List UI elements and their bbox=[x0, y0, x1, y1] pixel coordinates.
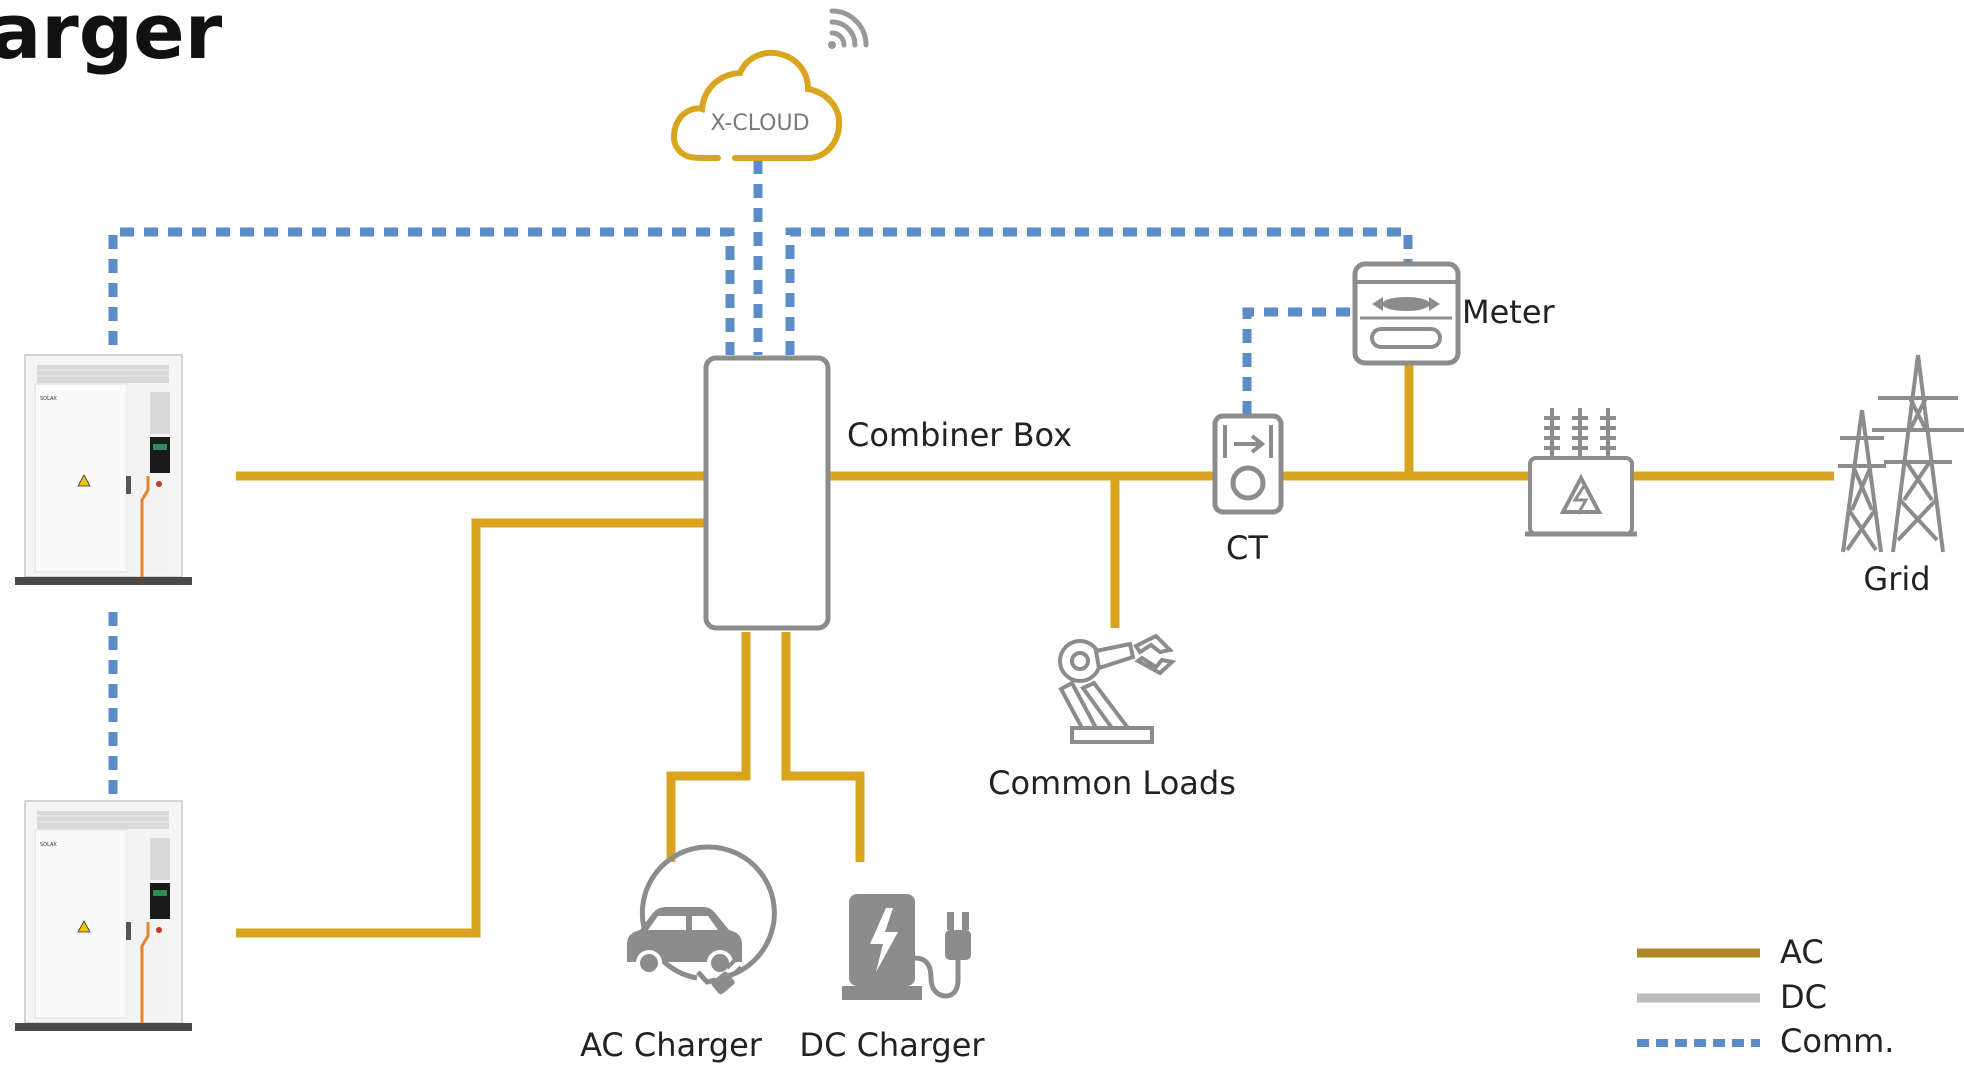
comm-line-ct bbox=[1242, 307, 1358, 415]
legend: AC DC Comm. bbox=[1637, 933, 1894, 1060]
wifi-icon bbox=[828, 8, 869, 49]
warning-icon bbox=[77, 920, 91, 933]
legend-label-dc: DC bbox=[1780, 978, 1827, 1016]
cloud-label: X-CLOUD bbox=[710, 111, 809, 136]
robot-arm-icon[interactable] bbox=[1058, 633, 1177, 744]
comm-line-meter bbox=[785, 227, 1413, 355]
cabinet-brand: SOLAX bbox=[40, 842, 57, 848]
cabinet-brand: SOLAX bbox=[40, 396, 57, 402]
ct-label: CT bbox=[1226, 529, 1268, 567]
ac-charger-label: AC Charger bbox=[580, 1026, 763, 1064]
comm-lines bbox=[108, 160, 1413, 800]
combiner-box[interactable] bbox=[703, 355, 831, 631]
ac-line-cabinet-bottom bbox=[236, 518, 706, 938]
plug-icon bbox=[696, 958, 743, 995]
combiner-box-label: Combiner Box bbox=[847, 416, 1072, 454]
ac-line-dc-charger bbox=[781, 632, 865, 862]
battery-cabinet-top[interactable]: SOLAX bbox=[15, 354, 192, 585]
ac-lines bbox=[236, 363, 1834, 938]
meter-icon[interactable] bbox=[1352, 261, 1461, 366]
warning-icon bbox=[77, 474, 91, 487]
comm-line-cabinet-top bbox=[108, 227, 735, 355]
common-loads-label: Common Loads bbox=[988, 764, 1236, 802]
transformer-icon[interactable] bbox=[1525, 408, 1637, 537]
cloud-icon[interactable]: X-CLOUD bbox=[670, 8, 869, 161]
grid-label: Grid bbox=[1863, 560, 1930, 598]
ac-charger-icon[interactable] bbox=[627, 844, 777, 996]
cloud-outline bbox=[670, 49, 842, 161]
meter-label: Meter bbox=[1462, 293, 1556, 331]
legend-label-comm: Comm. bbox=[1780, 1022, 1894, 1060]
page-title: arger bbox=[0, 0, 223, 76]
transformer-bushings bbox=[1544, 408, 1616, 458]
battery-cabinet-bottom[interactable]: SOLAX bbox=[15, 800, 192, 1031]
legend-label-ac: AC bbox=[1780, 933, 1824, 971]
dc-charger-label: DC Charger bbox=[799, 1026, 985, 1064]
ac-line-ac-charger bbox=[666, 632, 751, 862]
ct-icon[interactable] bbox=[1212, 413, 1284, 515]
dc-charger-icon[interactable] bbox=[842, 894, 971, 1000]
grid-tower-icon[interactable] bbox=[1838, 354, 1964, 553]
